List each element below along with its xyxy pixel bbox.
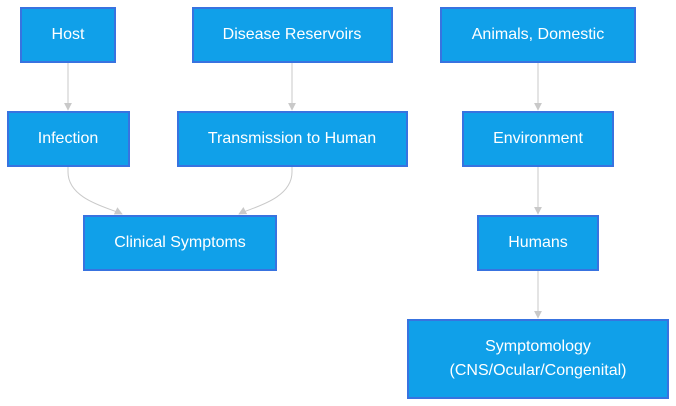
node-infection: Infection bbox=[7, 111, 130, 167]
node-disease-reservoirs-label: Disease Reservoirs bbox=[223, 26, 362, 43]
node-transmission-to-human: Transmission to Human bbox=[177, 111, 408, 167]
node-disease-reservoirs: Disease Reservoirs bbox=[192, 7, 393, 63]
node-symptomology-label-line1: Symptomology bbox=[485, 338, 591, 355]
node-transmission-to-human-label: Transmission to Human bbox=[208, 130, 376, 147]
edge-transmission-to-clinical-symptoms bbox=[238, 166, 293, 215]
node-environment-label: Environment bbox=[493, 130, 583, 147]
node-infection-label: Infection bbox=[38, 130, 98, 147]
node-humans: Humans bbox=[477, 215, 599, 271]
node-host-label: Host bbox=[52, 26, 85, 43]
node-animals-domestic: Animals, Domestic bbox=[440, 7, 636, 63]
node-symptomology: Symptomology (CNS/Ocular/Congenital) bbox=[407, 319, 669, 399]
node-animals-domestic-label: Animals, Domestic bbox=[472, 26, 604, 43]
node-environment: Environment bbox=[462, 111, 614, 167]
node-symptomology-label-line2: (CNS/Ocular/Congenital) bbox=[450, 362, 627, 379]
node-clinical-symptoms: Clinical Symptoms bbox=[83, 215, 277, 271]
edge-infection-to-clinical-symptoms bbox=[67, 166, 123, 215]
node-clinical-symptoms-label: Clinical Symptoms bbox=[114, 234, 246, 251]
node-humans-label: Humans bbox=[508, 234, 568, 251]
node-host: Host bbox=[20, 7, 116, 63]
edges bbox=[64, 63, 542, 319]
